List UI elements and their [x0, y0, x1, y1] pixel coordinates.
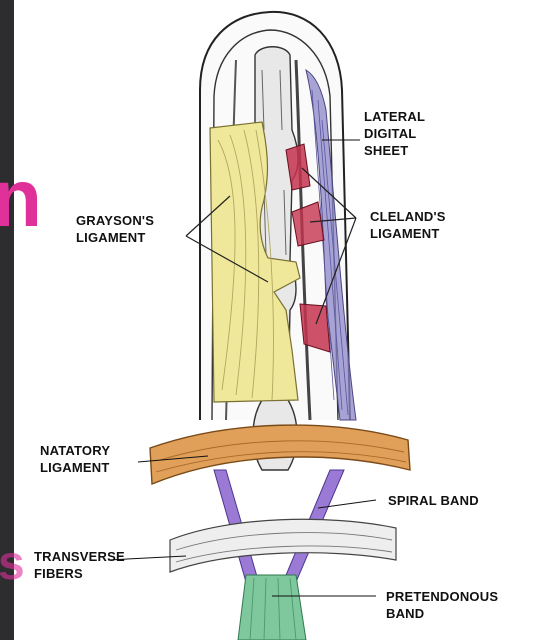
label-clelands-ligament: CLELAND'S LIGAMENT — [370, 208, 446, 242]
pretendonous-band — [238, 575, 306, 640]
label-line: PRETENDONOUS — [386, 588, 498, 605]
label-spiral-band: SPIRAL BAND — [388, 492, 479, 509]
label-line: NATATORY — [40, 442, 110, 459]
label-line: LIGAMENT — [40, 459, 110, 476]
label-line: TRANSVERSE — [34, 548, 125, 565]
label-line: SPIRAL BAND — [388, 492, 479, 509]
label-line: LIGAMENT — [76, 229, 154, 246]
label-line: FIBERS — [34, 565, 125, 582]
label-line: CLELAND'S — [370, 208, 446, 225]
label-transverse-fibers: TRANSVERSE FIBERS — [34, 548, 125, 582]
transverse-fibers — [170, 519, 396, 572]
label-pretendonous-band: PRETENDONOUS BAND — [386, 588, 498, 622]
label-line: LATERAL — [364, 108, 425, 125]
label-natatory-ligament: NATATORY LIGAMENT — [40, 442, 110, 476]
label-graysons-ligament: GRAYSON'S LIGAMENT — [76, 212, 154, 246]
label-line: GRAYSON'S — [76, 212, 154, 229]
label-line: DIGITAL — [364, 125, 425, 142]
label-line: SHEET — [364, 142, 425, 159]
label-line: BAND — [386, 605, 498, 622]
label-lateral-digital-sheet: LATERAL DIGITAL SHEET — [364, 108, 425, 159]
natatory-ligament — [150, 425, 410, 484]
label-line: LIGAMENT — [370, 225, 446, 242]
